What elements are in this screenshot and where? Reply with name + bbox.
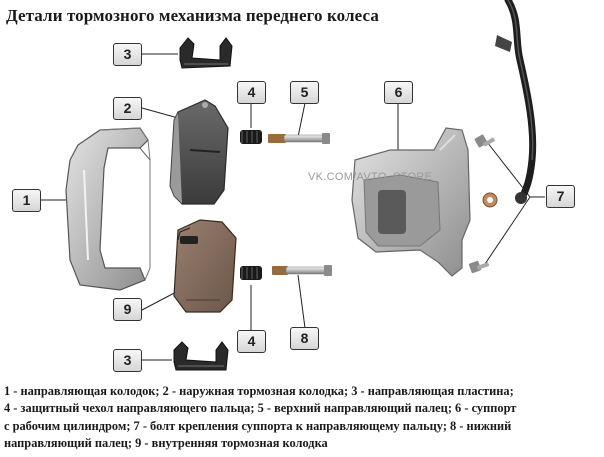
leader-line-7-b	[484, 196, 531, 265]
callout-9: 9	[113, 298, 142, 321]
callout-1: 1	[12, 189, 41, 212]
page-title: Детали тормозного механизма переднего ко…	[6, 6, 379, 25]
callout-2: 2	[113, 97, 142, 120]
leader-line-2	[141, 107, 179, 119]
brake-parts-illustration	[40, 0, 545, 371]
inner-brake-pad-icon	[173, 219, 237, 313]
leader-line-8	[297, 274, 306, 329]
outer-brake-pad-icon	[169, 99, 229, 205]
lower-guide-pin-icon	[272, 265, 332, 276]
legend-line-3: с рабочим цилиндром; 7 - болт крепления …	[4, 418, 512, 433]
caliper-bolt-top-icon	[474, 134, 496, 148]
upper-guide-pin-icon	[268, 133, 330, 144]
guide-plate-top-icon	[179, 37, 233, 69]
callout-6: 6	[384, 81, 413, 104]
protective-boot-top-icon	[240, 130, 262, 144]
callout-5: 5	[290, 81, 319, 104]
callout-8: 8	[290, 327, 319, 350]
legend: 1 - направляющая колодок; 2 - наружная т…	[4, 383, 604, 452]
callout-4-top: 4	[237, 81, 266, 104]
callout-4-bottom: 4	[237, 330, 266, 353]
leader-line-5	[297, 102, 306, 138]
callout-3-top: 3	[113, 43, 142, 66]
pad-guide-frame-icon	[65, 127, 151, 291]
guide-plate-bottom-icon	[173, 341, 229, 371]
legend-line-2: 4 - защитный чехол направляющего пальца;…	[4, 401, 517, 416]
washer-icon	[482, 192, 498, 208]
legend-line-4: направляющий палец; 9 - внутренняя тормо…	[4, 435, 328, 450]
watermark: VK.COM/AVTO_STORE	[308, 171, 433, 183]
brake-hose-icon	[495, 0, 537, 204]
callout-7: 7	[546, 185, 575, 208]
legend-line-1: 1 - направляющая колодок; 2 - наружная т…	[4, 384, 514, 398]
caliper-bolt-bottom-icon	[468, 260, 490, 274]
protective-boot-bottom-icon	[240, 266, 262, 280]
callout-3-bottom: 3	[113, 349, 142, 372]
caliper-icon	[351, 127, 471, 277]
